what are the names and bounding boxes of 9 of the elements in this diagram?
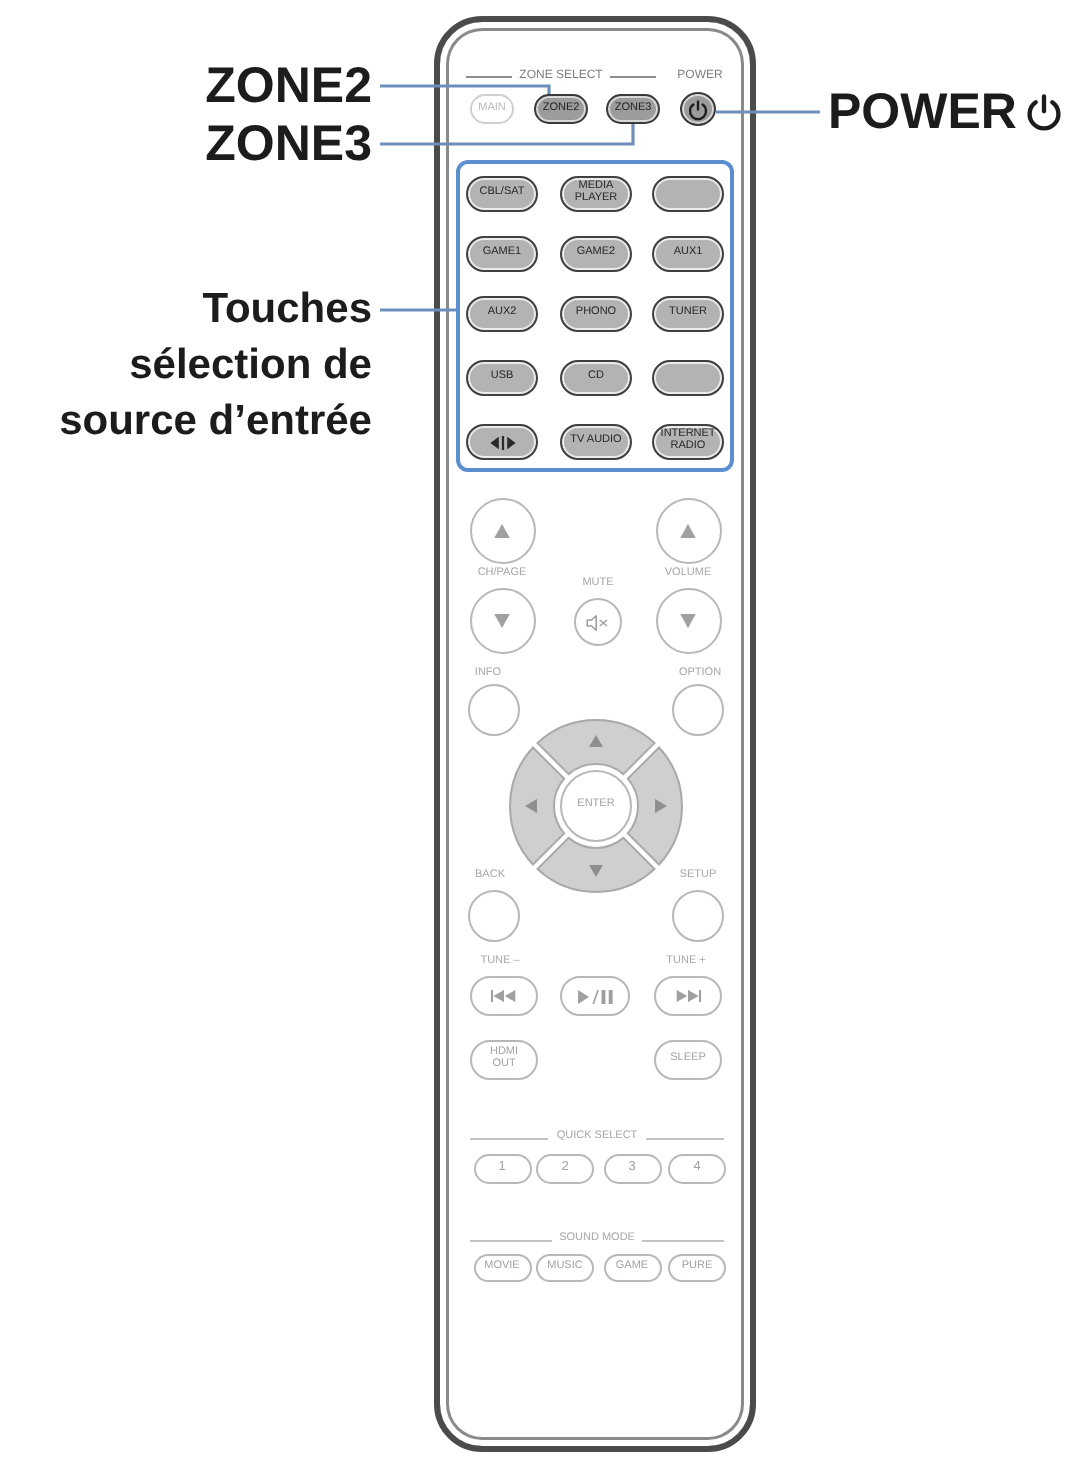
callout-label: Touches sélection de source d’entrée — [52, 282, 372, 450]
leader-line — [380, 308, 456, 312]
leader-line — [380, 84, 551, 94]
callout-label: ZONE2 — [205, 61, 372, 111]
highlight-frame — [456, 160, 734, 472]
callout-label: ZONE3 — [205, 119, 372, 169]
leader-line — [716, 110, 820, 114]
callout-label: POWER — [828, 87, 1017, 137]
leader-line — [380, 124, 635, 146]
